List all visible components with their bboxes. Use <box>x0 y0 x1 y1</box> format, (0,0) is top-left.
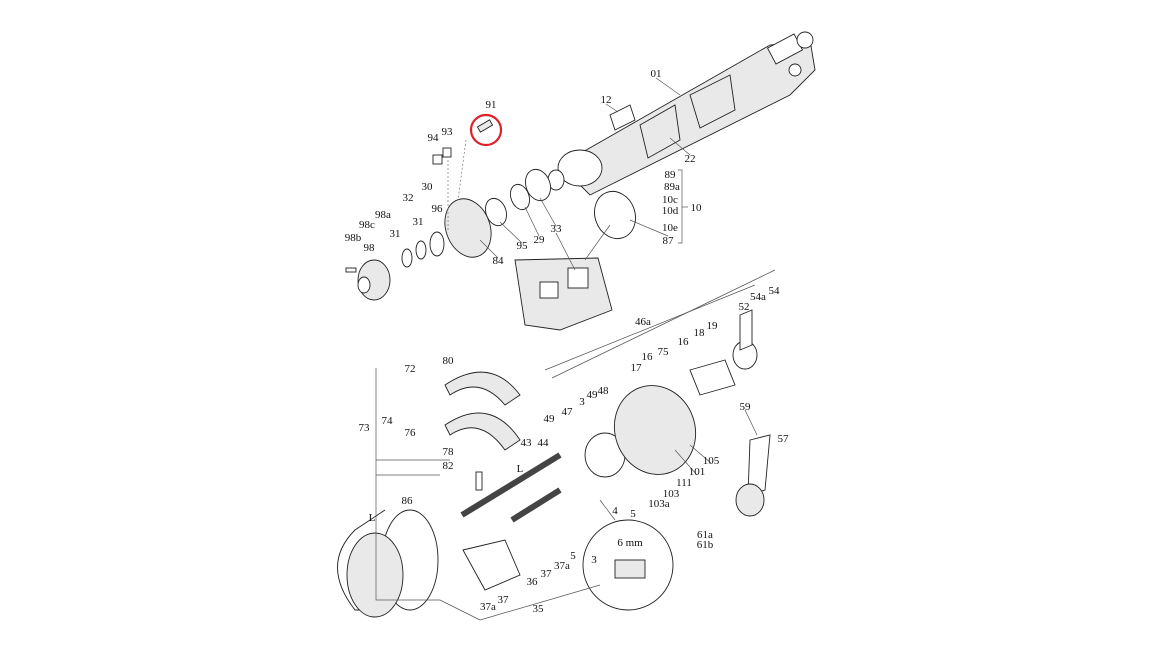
highlight-circle <box>469 113 503 147</box>
part-label: 111 <box>676 477 692 489</box>
part-label: 91 <box>486 99 497 111</box>
part-label: L <box>369 512 376 524</box>
part-label: 78 <box>443 446 455 458</box>
hub-assembly <box>345 139 636 301</box>
part-label: 3 <box>579 396 585 408</box>
part-label: 32 <box>403 192 414 204</box>
part-label: 54a <box>750 291 766 303</box>
part-label: 43 <box>521 437 533 449</box>
part-label: 103a <box>648 498 670 510</box>
part-label: 95 <box>517 240 529 252</box>
part-label: 98a <box>375 209 391 221</box>
part-label: 89a <box>664 181 680 193</box>
part-label: 30 <box>422 181 434 193</box>
part-label: 98c <box>359 219 375 231</box>
part-label: 3 <box>591 554 597 566</box>
part-label: 49 <box>544 413 556 425</box>
part-label: 84 <box>493 255 505 267</box>
leader-lines <box>375 77 776 621</box>
part-label: 101 <box>689 466 706 478</box>
part-label: 98 <box>364 242 376 254</box>
part-label: 93 <box>442 126 454 138</box>
part-label: 29 <box>534 234 546 246</box>
part-label: 31 <box>413 216 424 228</box>
part-label: 10e <box>662 222 678 234</box>
part-label: 54 <box>769 285 781 297</box>
detail-inset-circle <box>462 519 674 611</box>
part-label: 52 <box>739 301 750 313</box>
part-label: 10d <box>662 205 679 217</box>
axle-beam <box>547 31 816 196</box>
part-label: 72 <box>405 363 416 375</box>
part-label: 57 <box>778 433 790 445</box>
brake-drum <box>337 509 439 618</box>
part-label: 44 <box>538 437 550 449</box>
part-label: 96 <box>432 203 444 215</box>
part-label: 76 <box>405 427 417 439</box>
part-label: 61b <box>697 539 714 551</box>
part-label: 01 <box>651 68 662 80</box>
part-label: 94 <box>428 132 440 144</box>
section-inset <box>514 257 613 331</box>
part-label: 49 <box>587 389 599 401</box>
part-label: 10c <box>662 194 678 206</box>
part-label: 18 <box>694 327 706 339</box>
part-label: 74 <box>382 415 394 427</box>
part-label: 5 <box>630 508 636 520</box>
part-label: 16 <box>678 336 690 348</box>
part-label: 47 <box>562 406 574 418</box>
brake-shoes <box>444 371 521 491</box>
part-label: 12 <box>601 94 612 106</box>
part-label: 36 <box>527 576 539 588</box>
part-label: 48 <box>598 385 610 397</box>
part-label: 89 <box>665 169 677 181</box>
part-label: L <box>517 463 524 475</box>
part-label: 59 <box>740 401 752 413</box>
part-label: 80 <box>443 355 455 367</box>
part-label: 98b <box>345 232 362 244</box>
part-label: 103 <box>663 488 680 500</box>
part-label: 31 <box>390 228 401 240</box>
part-label: 87 <box>663 235 675 247</box>
part-label: 37a <box>554 560 570 572</box>
part-label: 10 <box>691 202 703 214</box>
part-label: 86 <box>402 495 414 507</box>
part-label: 6 mm <box>617 537 643 549</box>
part-label: 73 <box>359 422 371 434</box>
part-label: 61a <box>697 529 713 541</box>
part-label: 37a <box>480 601 496 613</box>
part-label: 37 <box>541 568 553 580</box>
part-label: 17 <box>631 362 643 374</box>
part-label: 35 <box>533 603 545 615</box>
part-label: 16 <box>642 351 654 363</box>
part-label: 82 <box>443 460 454 472</box>
part-label: 4 <box>612 505 618 517</box>
part-label: 19 <box>707 320 719 332</box>
part-label: 5 <box>570 550 576 562</box>
part-label: 37 <box>498 594 510 606</box>
part-label: 46a <box>635 316 651 328</box>
part-91-bolt <box>476 119 494 133</box>
part-label: 75 <box>658 346 670 358</box>
part-label: 22 <box>685 153 696 165</box>
part-label: 105 <box>703 455 720 467</box>
part-label: 33 <box>551 223 563 235</box>
camshafts <box>460 309 771 523</box>
